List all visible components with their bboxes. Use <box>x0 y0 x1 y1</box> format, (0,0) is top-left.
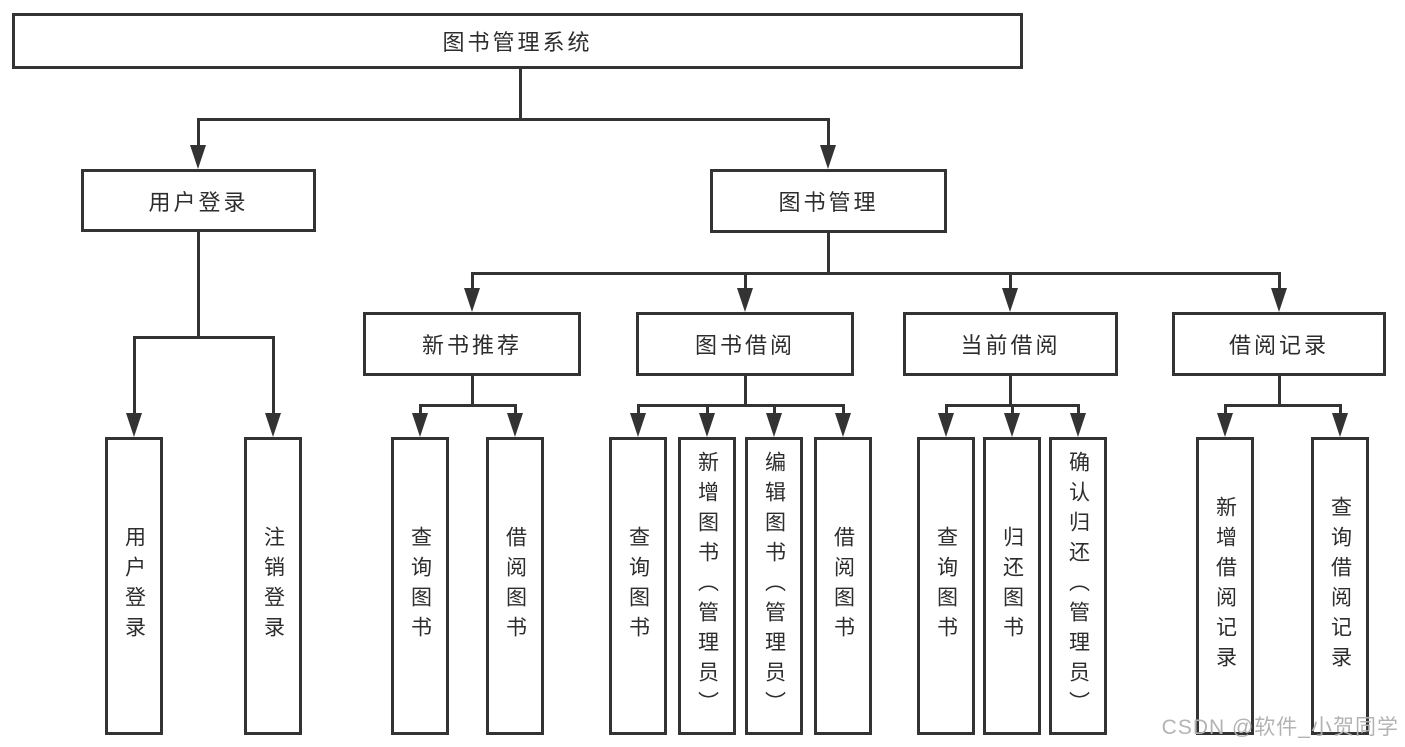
node-user-login-action: 用户登录 <box>105 437 163 735</box>
connector-line <box>1339 404 1342 414</box>
node-query-books-current: 查询图书 <box>917 437 975 735</box>
connector-line <box>1009 272 1012 290</box>
arrowhead-icon <box>1271 288 1287 312</box>
connector-line <box>1278 376 1281 406</box>
connector-line <box>1077 404 1080 414</box>
node-user-login: 用户登录 <box>81 169 316 232</box>
arrowhead-icon <box>507 413 523 437</box>
connector-line <box>1224 404 1342 407</box>
arrowhead-icon <box>190 145 206 169</box>
node-book-borrowing: 图书借阅 <box>636 312 854 376</box>
arrowhead-icon <box>412 413 428 437</box>
connector-line <box>471 376 474 406</box>
arrowhead-icon <box>835 413 851 437</box>
node-book-management: 图书管理 <box>710 169 947 233</box>
connector-line <box>272 336 275 414</box>
node-edit-books-admin: 编辑图书（管理员） <box>745 437 803 735</box>
node-borrowing-records: 借阅记录 <box>1172 312 1386 376</box>
node-current-borrowing: 当前借阅 <box>903 312 1118 376</box>
arrowhead-icon <box>1217 413 1233 437</box>
connector-line <box>1224 404 1227 414</box>
arrowhead-icon <box>630 413 646 437</box>
connector-line <box>197 232 200 338</box>
connector-line <box>637 404 845 407</box>
arrowhead-icon <box>1004 413 1020 437</box>
node-logout-action: 注销登录 <box>244 437 302 735</box>
connector-line <box>945 404 948 414</box>
arrowhead-icon <box>126 413 142 437</box>
connector-line <box>197 118 200 146</box>
connector-line <box>133 336 275 339</box>
node-add-borrow-record: 新增借阅记录 <box>1196 437 1254 735</box>
connector-line <box>773 404 776 414</box>
arrowhead-icon <box>766 413 782 437</box>
connector-line <box>419 404 517 407</box>
connector-line <box>471 272 474 290</box>
connector-line <box>519 69 522 119</box>
node-library-system: 图书管理系统 <box>12 13 1023 69</box>
connector-line <box>1278 272 1281 290</box>
connector-line <box>133 336 136 414</box>
connector-line <box>945 404 1080 407</box>
node-confirm-return-admin: 确认归还（管理员） <box>1049 437 1107 735</box>
node-query-borrow-record: 查询借阅记录 <box>1311 437 1369 735</box>
connector-line <box>1011 404 1014 414</box>
node-query-books-recommend: 查询图书 <box>391 437 449 735</box>
arrowhead-icon <box>265 413 281 437</box>
connector-line <box>1009 376 1012 406</box>
arrowhead-icon <box>464 288 480 312</box>
connector-line <box>419 404 422 414</box>
connector-line <box>471 272 1281 275</box>
node-return-books: 归还图书 <box>983 437 1041 735</box>
connector-line <box>827 118 830 146</box>
connector-line <box>706 404 709 414</box>
connector-line <box>744 376 747 406</box>
arrowhead-icon <box>1002 288 1018 312</box>
node-new-book-recommendation: 新书推荐 <box>363 312 581 376</box>
connector-line <box>637 404 640 414</box>
arrowhead-icon <box>737 288 753 312</box>
connector-line <box>827 233 830 274</box>
node-query-books-borrowing: 查询图书 <box>609 437 667 735</box>
arrowhead-icon <box>1332 413 1348 437</box>
connector-line <box>514 404 517 414</box>
node-borrow-books-recommend: 借阅图书 <box>486 437 544 735</box>
node-add-books-admin: 新增图书（管理员） <box>678 437 736 735</box>
connector-line <box>744 272 747 290</box>
arrowhead-icon <box>820 145 836 169</box>
arrowhead-icon <box>1070 413 1086 437</box>
watermark: CSDN @软件_小贺同学 <box>1161 716 1399 739</box>
node-borrow-books-borrowing: 借阅图书 <box>814 437 872 735</box>
arrowhead-icon <box>699 413 715 437</box>
connector-line <box>197 118 830 121</box>
connector-line <box>842 404 845 414</box>
arrowhead-icon <box>938 413 954 437</box>
